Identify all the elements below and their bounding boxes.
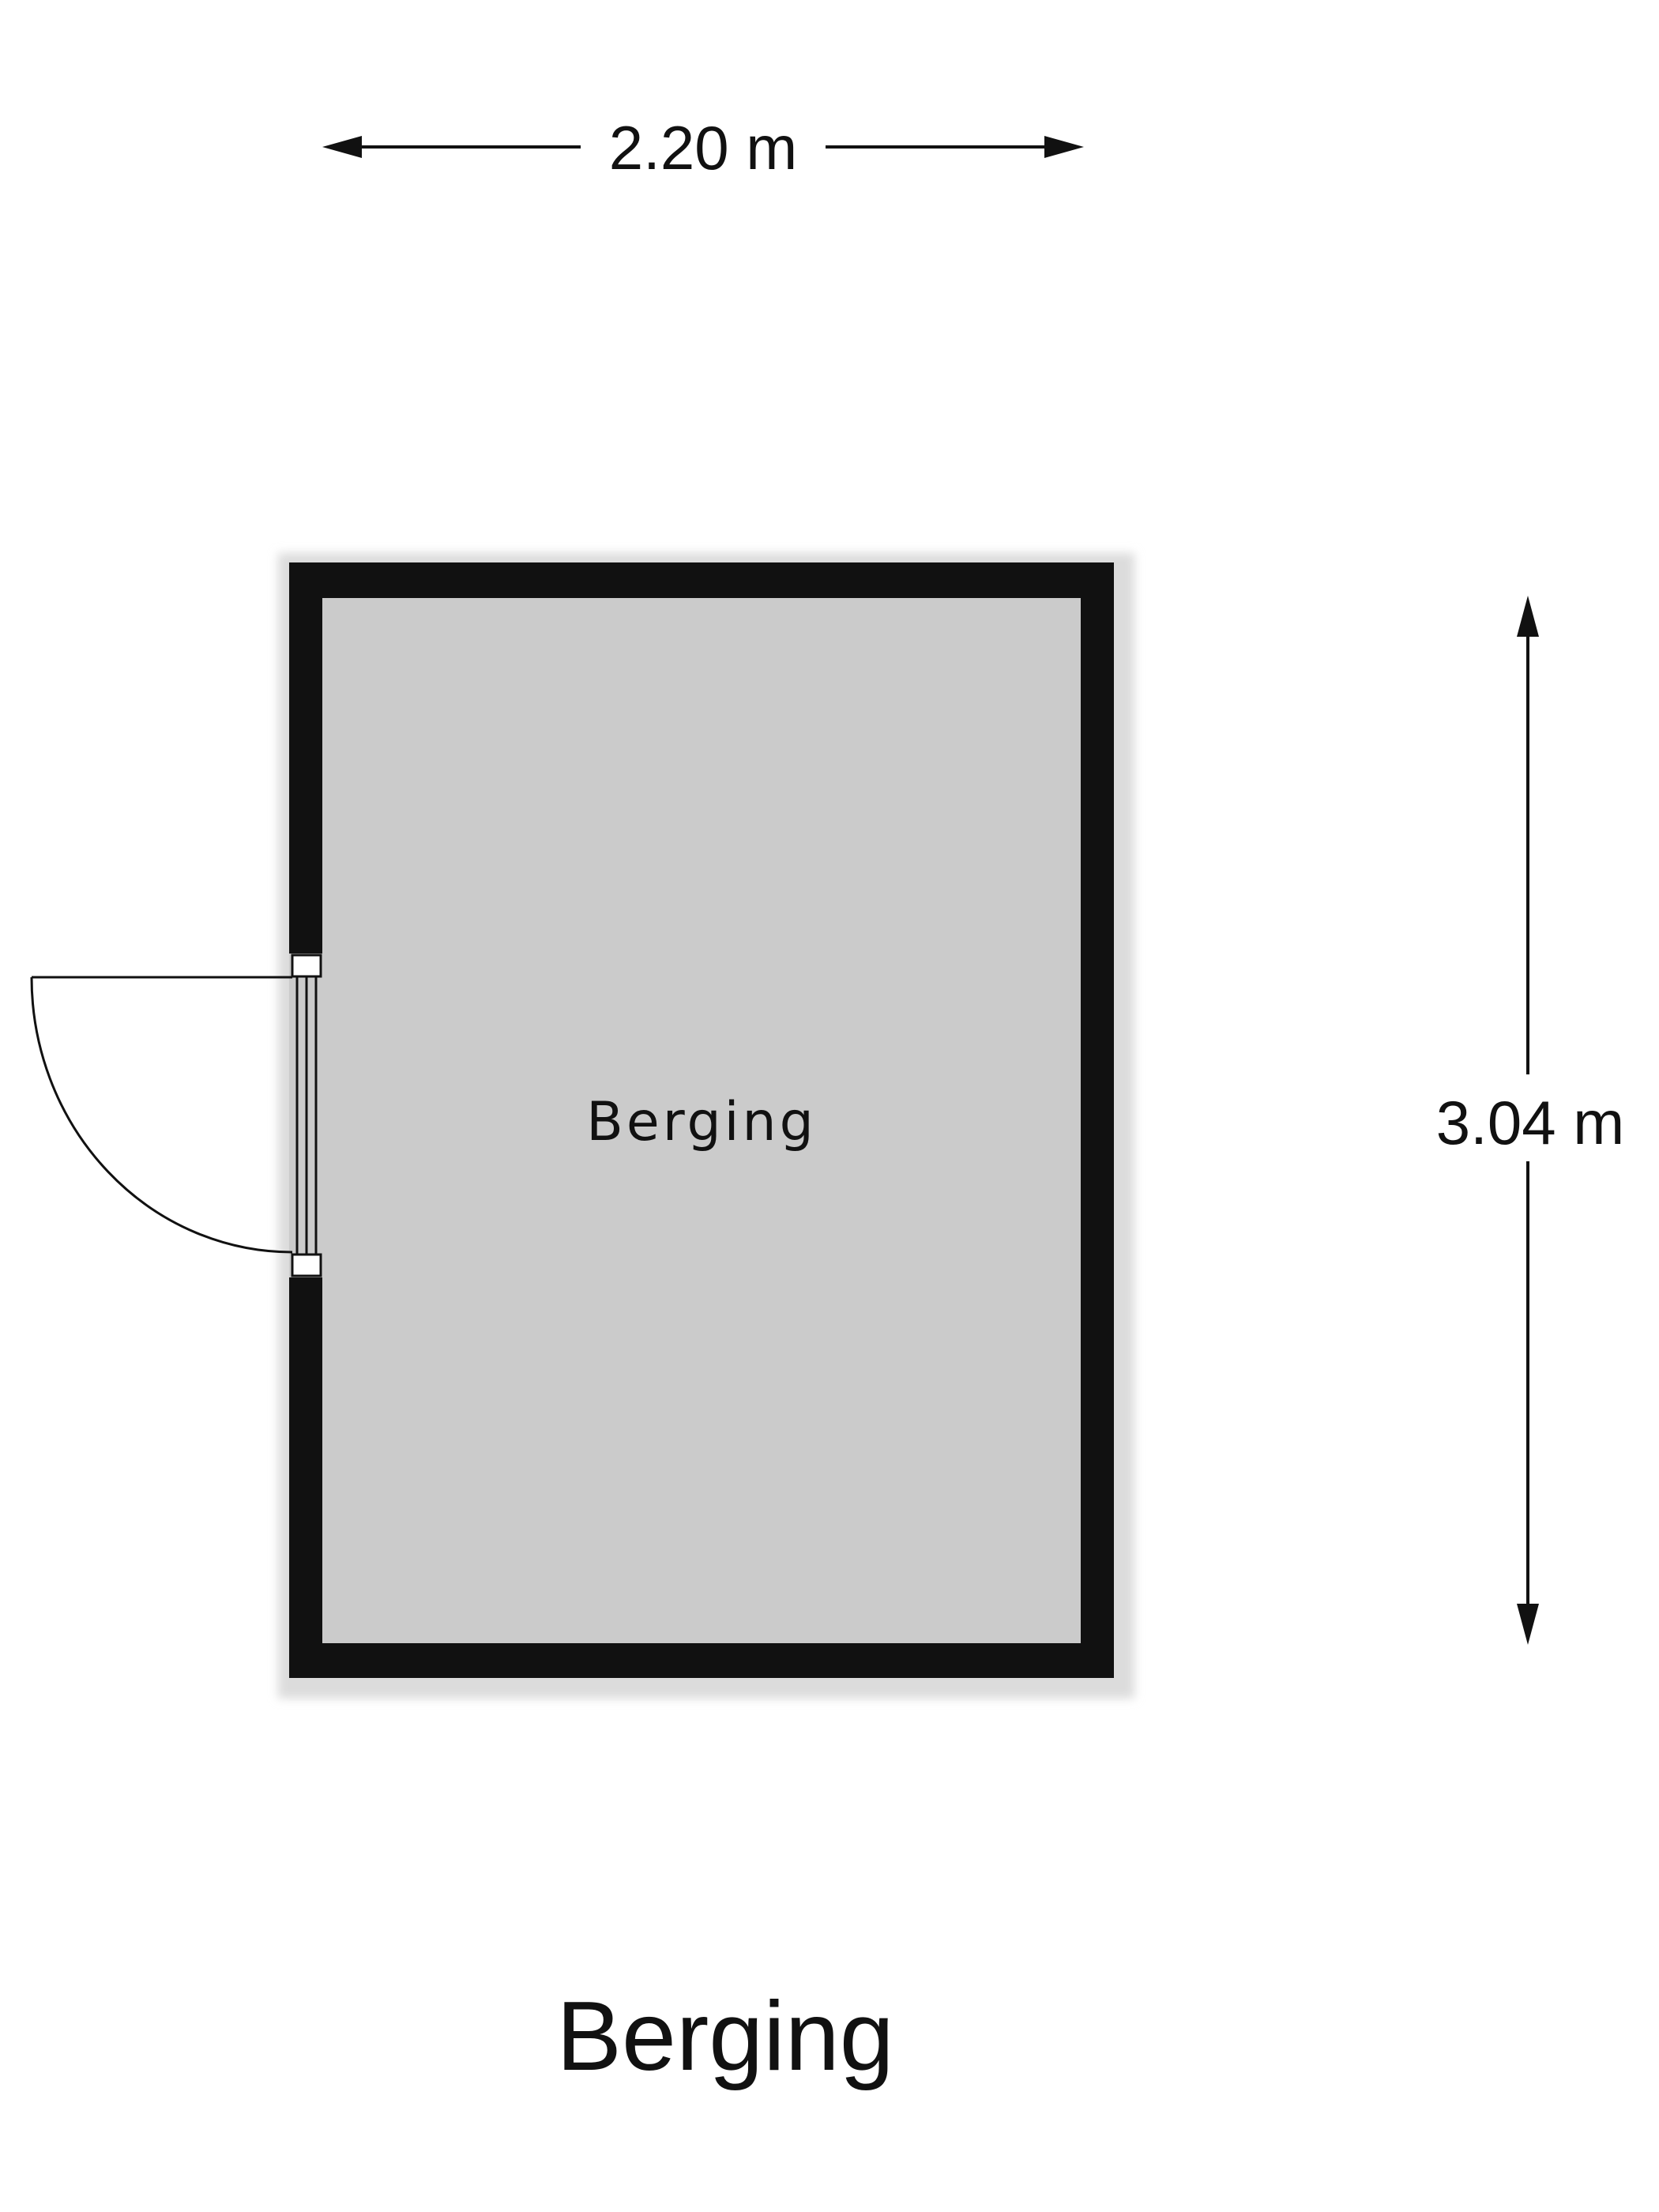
door-frame — [291, 954, 322, 1277]
arrow-left-icon — [322, 136, 362, 158]
depth-dimension-label: 3.04 m — [1436, 1088, 1624, 1157]
wall-bottom — [289, 1643, 1114, 1678]
arrow-right-icon — [1044, 136, 1084, 158]
floor-area — [289, 562, 1114, 1678]
walls — [289, 562, 1114, 1678]
room-label: Berging — [586, 1091, 817, 1153]
plan-title: Berging — [556, 1982, 893, 2091]
door-swing-icon — [30, 976, 293, 1254]
wall-left-lower — [289, 1277, 322, 1678]
wall-left-upper — [289, 562, 322, 954]
arrow-up-icon — [1517, 596, 1539, 637]
wall-top — [289, 562, 1114, 598]
width-dimension-label: 2.20 m — [609, 113, 797, 182]
wall-right — [1081, 562, 1114, 1678]
arrow-down-icon — [1517, 1604, 1539, 1645]
width-dimension-line — [322, 136, 1084, 158]
depth-dimension-line — [1517, 596, 1539, 1645]
